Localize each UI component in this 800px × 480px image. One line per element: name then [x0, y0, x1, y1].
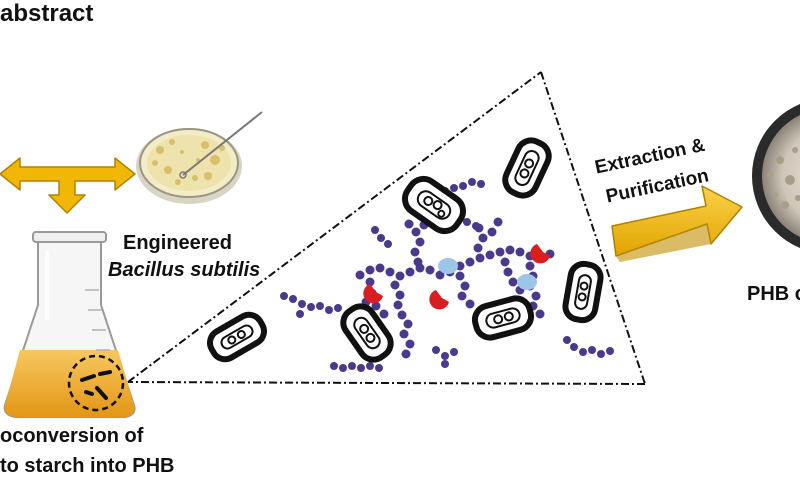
bacterium-cell-icon	[562, 260, 604, 324]
bioconversion-label-line2: to starch into PHB	[0, 455, 175, 477]
enzyme-red-markers	[363, 244, 550, 310]
enzyme-blue-markers	[438, 258, 537, 290]
bioconversion-label-line1: oconversion of	[0, 425, 144, 447]
amylose-chains	[280, 178, 614, 372]
zoom-circle	[67, 354, 125, 412]
petri-dish-icon	[136, 111, 263, 204]
page-title: abstract	[0, 0, 94, 27]
bacterium-cell-icon	[340, 303, 394, 363]
zoom-triangle-icon	[127, 71, 646, 385]
organism-label: Bacillus subtilis	[108, 259, 261, 281]
phb-label: PHB c	[747, 283, 800, 305]
block-arrow-icon	[611, 185, 743, 262]
t-shaped-double-arrow-icon	[0, 157, 136, 214]
engineered-label: Engineered	[123, 232, 232, 254]
bacterium-cell-icon	[471, 295, 535, 341]
phb-dish-icon	[752, 104, 800, 248]
bacterium-cell-icon	[502, 137, 552, 199]
bacterium-cell-icon	[207, 311, 267, 363]
bacterium-cell-icon	[401, 175, 467, 235]
bacteria-cells	[207, 137, 604, 363]
